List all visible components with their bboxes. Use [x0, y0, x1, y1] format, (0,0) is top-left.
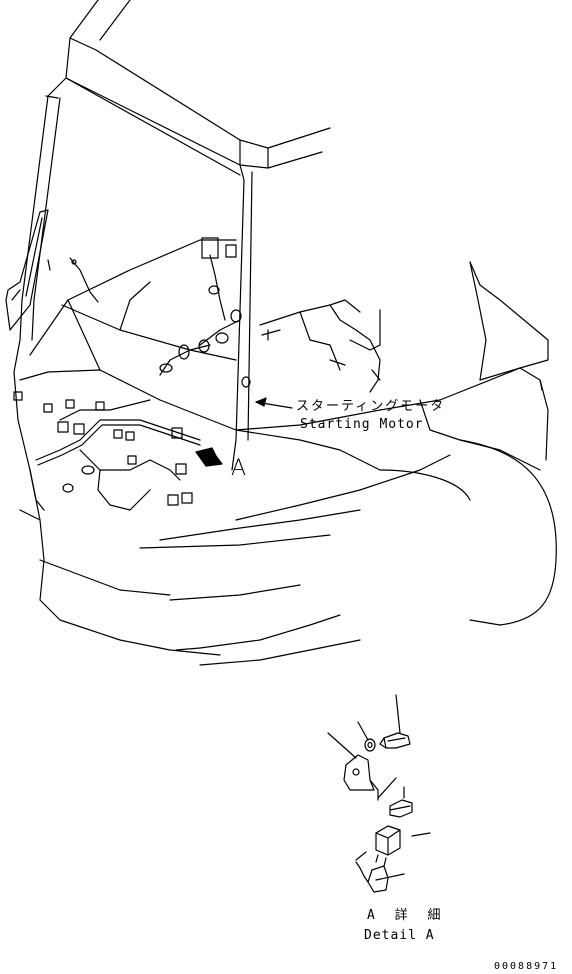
detail-a-title: Detail A: [364, 928, 435, 943]
engine-block: [260, 300, 380, 392]
starting-motor-label-jp: スターティングモータ: [296, 399, 446, 414]
hood: [236, 262, 548, 470]
rear-wheel: [380, 440, 556, 625]
connectors: [14, 238, 250, 505]
detail-a-exploded-view: [328, 695, 430, 892]
starting-motor-leader: [256, 398, 292, 408]
body-panels: [40, 455, 450, 665]
dashboard: [14, 240, 380, 655]
side-window-frame: [6, 210, 48, 330]
starting-motor-label: Starting Motor: [300, 417, 424, 432]
detail-a-title-jp: A 詳 細: [367, 908, 447, 923]
view-arrow-a: [196, 448, 222, 466]
drawing-number: 00088971: [494, 961, 559, 972]
cab-roof: [66, 0, 330, 168]
relay-small-hardware: [48, 258, 98, 302]
cab-windshield-frame: [14, 78, 252, 470]
callout-a-label: A: [231, 456, 247, 481]
